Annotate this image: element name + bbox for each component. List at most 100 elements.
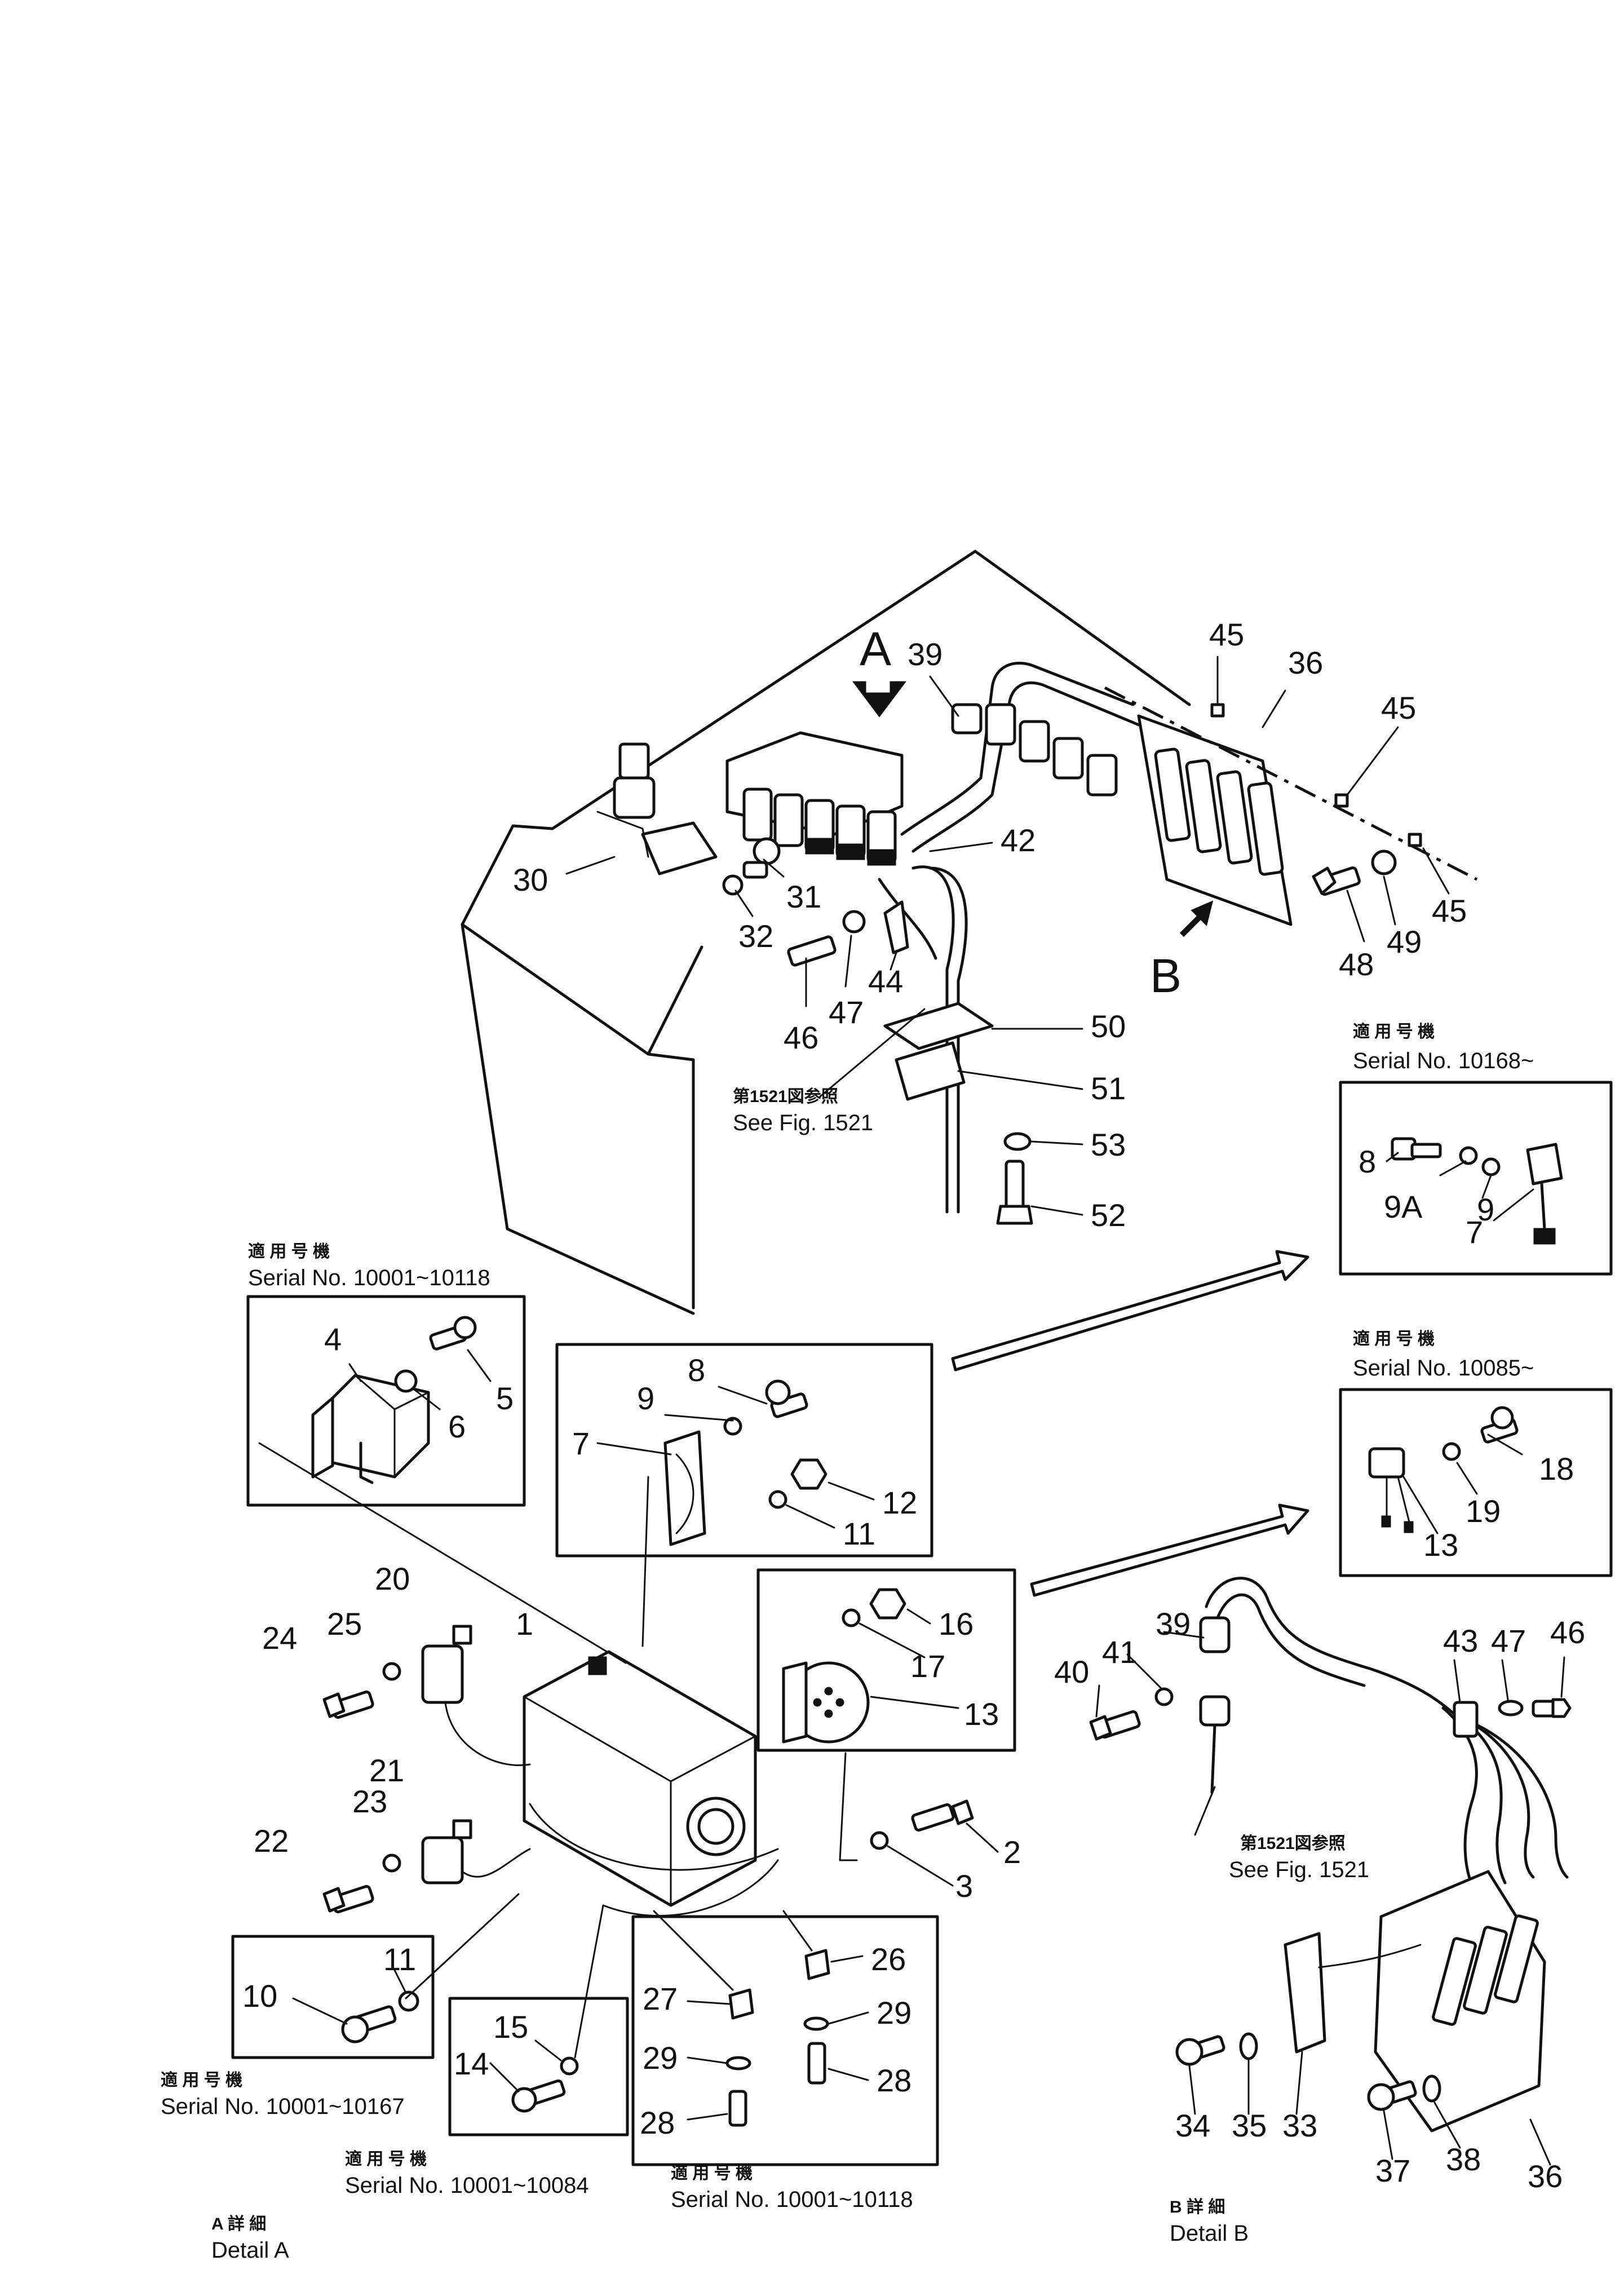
callout-38: 38 (1446, 2142, 1481, 2177)
callout-28: 28 (877, 2063, 911, 2098)
callout-46: 46 (1550, 1614, 1585, 1650)
bolt-48 (1312, 850, 1397, 896)
reference-notes: 第1521図参照 See Fig. 1521 第1521図参照 See Fig.… (733, 1087, 1369, 1882)
callout-47: 47 (829, 994, 864, 1030)
serial-labels: 適 用 号 機 Serial No. 10168~ 適 用 号 機 Serial… (161, 1022, 1534, 2212)
callout-40: 40 (1054, 1654, 1089, 1689)
callout-39: 39 (1156, 1606, 1191, 1642)
callout-26: 26 (871, 1941, 906, 1977)
box-serial-10001-10084 (448, 1904, 629, 2136)
callout-7: 7 (572, 1426, 590, 1461)
callout-5: 5 (496, 1381, 514, 1416)
box-serial-10001-10118 (246, 1295, 526, 1507)
callout-45: 45 (1432, 893, 1467, 928)
box-serial-10001-10118-b (631, 1910, 939, 2166)
relay-block-upper (725, 731, 904, 866)
callout-33: 33 (1282, 2108, 1317, 2143)
view-label-a: A (860, 622, 891, 675)
callout-16: 16 (939, 1606, 973, 1642)
applic-jp-10085: 適 用 号 機 (1353, 1329, 1435, 1348)
callout-49: 49 (1387, 924, 1422, 959)
serial-10001-10118: Serial No. 10001~10118 (248, 1266, 490, 1290)
callout-25: 25 (327, 1606, 362, 1642)
callout-52: 52 (1091, 1197, 1126, 1233)
callout-30: 30 (513, 862, 548, 897)
callout-8: 8 (688, 1352, 705, 1388)
detail-b-harness (1089, 1577, 1572, 1896)
callout-28: 28 (640, 2105, 675, 2140)
callout-22: 22 (254, 1823, 289, 1859)
callout-6: 6 (448, 1409, 466, 1444)
callout-3: 3 (955, 1868, 973, 1904)
callout-42: 42 (1001, 822, 1036, 858)
box-serial-10001-10167 (231, 1893, 520, 2059)
callout-2: 2 (1003, 1834, 1021, 1870)
callout-34: 34 (1175, 2108, 1210, 2143)
detail-a-caption: Detail A (211, 2238, 289, 2263)
see-fig-jp-lower: 第1521図参照 (1240, 1834, 1346, 1853)
box-center-bracket (555, 1343, 933, 1558)
callout-48: 48 (1339, 946, 1374, 982)
callout-7: 7 (1466, 1214, 1483, 1250)
callout-11: 11 (843, 1516, 875, 1551)
callout-19: 19 (1466, 1493, 1501, 1529)
relay-box-1 (523, 1650, 779, 1917)
view-labels: A B (860, 622, 1182, 1002)
see-fig-lower: See Fig. 1521 (1229, 1857, 1369, 1882)
callout-18: 18 (1539, 1451, 1574, 1487)
detail-b-fuse-plate-36 (1175, 1870, 1546, 2133)
view-arrow-a (852, 681, 906, 718)
callout-53: 53 (1091, 1127, 1126, 1162)
box4-connector (258, 1442, 649, 1664)
callout-45: 45 (1209, 617, 1244, 652)
view-label-b: B (1150, 949, 1182, 1002)
callout-24: 24 (262, 1620, 297, 1656)
callout-41: 41 (1102, 1634, 1137, 1670)
view-arrow-b (1179, 900, 1214, 937)
box-buzzer-13 (756, 1568, 1016, 1752)
detail-b-leaders (1095, 1631, 1565, 2166)
box-serial-10168 (1339, 1081, 1613, 1276)
callout-37: 37 (1375, 2153, 1410, 2188)
callout-51: 51 (1091, 1070, 1126, 1106)
callout-46: 46 (784, 1020, 818, 1055)
callout-36: 36 (1288, 645, 1323, 680)
callout-9A: 9A (1384, 1189, 1423, 1224)
callout-8: 8 (1359, 1144, 1376, 1179)
callout-44: 44 (868, 963, 903, 999)
callout-17: 17 (910, 1648, 945, 1684)
callout-15: 15 (493, 2009, 528, 2045)
detail-b-jp: B 詳 細 (1170, 2197, 1225, 2217)
cab-panel-outline (461, 550, 1191, 1315)
callout-45: 45 (1381, 690, 1416, 725)
fuse-plate-36 (1137, 714, 1293, 926)
callout-36: 36 (1528, 2158, 1563, 2194)
callout-47: 47 (1491, 1623, 1526, 1658)
applic-jp-10001-10084: 適 用 号 機 (345, 2149, 427, 2169)
callout-10: 10 (242, 1978, 277, 2014)
callout-13: 13 (1423, 1527, 1458, 1563)
upper-connectors (951, 703, 1118, 797)
callout-11: 11 (383, 1941, 416, 1977)
serial-10085: Serial No. 10085~ (1353, 1356, 1534, 1381)
callout-14: 14 (454, 2046, 489, 2081)
applic-jp-10001-10118-b: 適 用 号 機 (671, 2164, 753, 2183)
callout-35: 35 (1232, 2108, 1267, 2143)
detail-a-jp: A 詳 細 (211, 2214, 266, 2233)
callout-23: 23 (352, 1784, 387, 1819)
upper-leaders (565, 656, 1450, 1216)
upper-harness (878, 661, 1146, 1214)
lower-left-fasteners (322, 1662, 401, 1914)
box-serial-10085 (1339, 1388, 1613, 1577)
callout-29: 29 (877, 1995, 911, 2030)
relay-20 (421, 1625, 531, 1766)
callout-31: 31 (786, 879, 821, 914)
see-fig-upper: See Fig. 1521 (733, 1111, 873, 1135)
callout-39: 39 (908, 636, 942, 672)
callout-13: 13 (964, 1696, 999, 1732)
detail-b-caption: Detail B (1170, 2221, 1249, 2246)
callout-9: 9 (637, 1381, 654, 1416)
bracket-50-51 (883, 1002, 1033, 1225)
